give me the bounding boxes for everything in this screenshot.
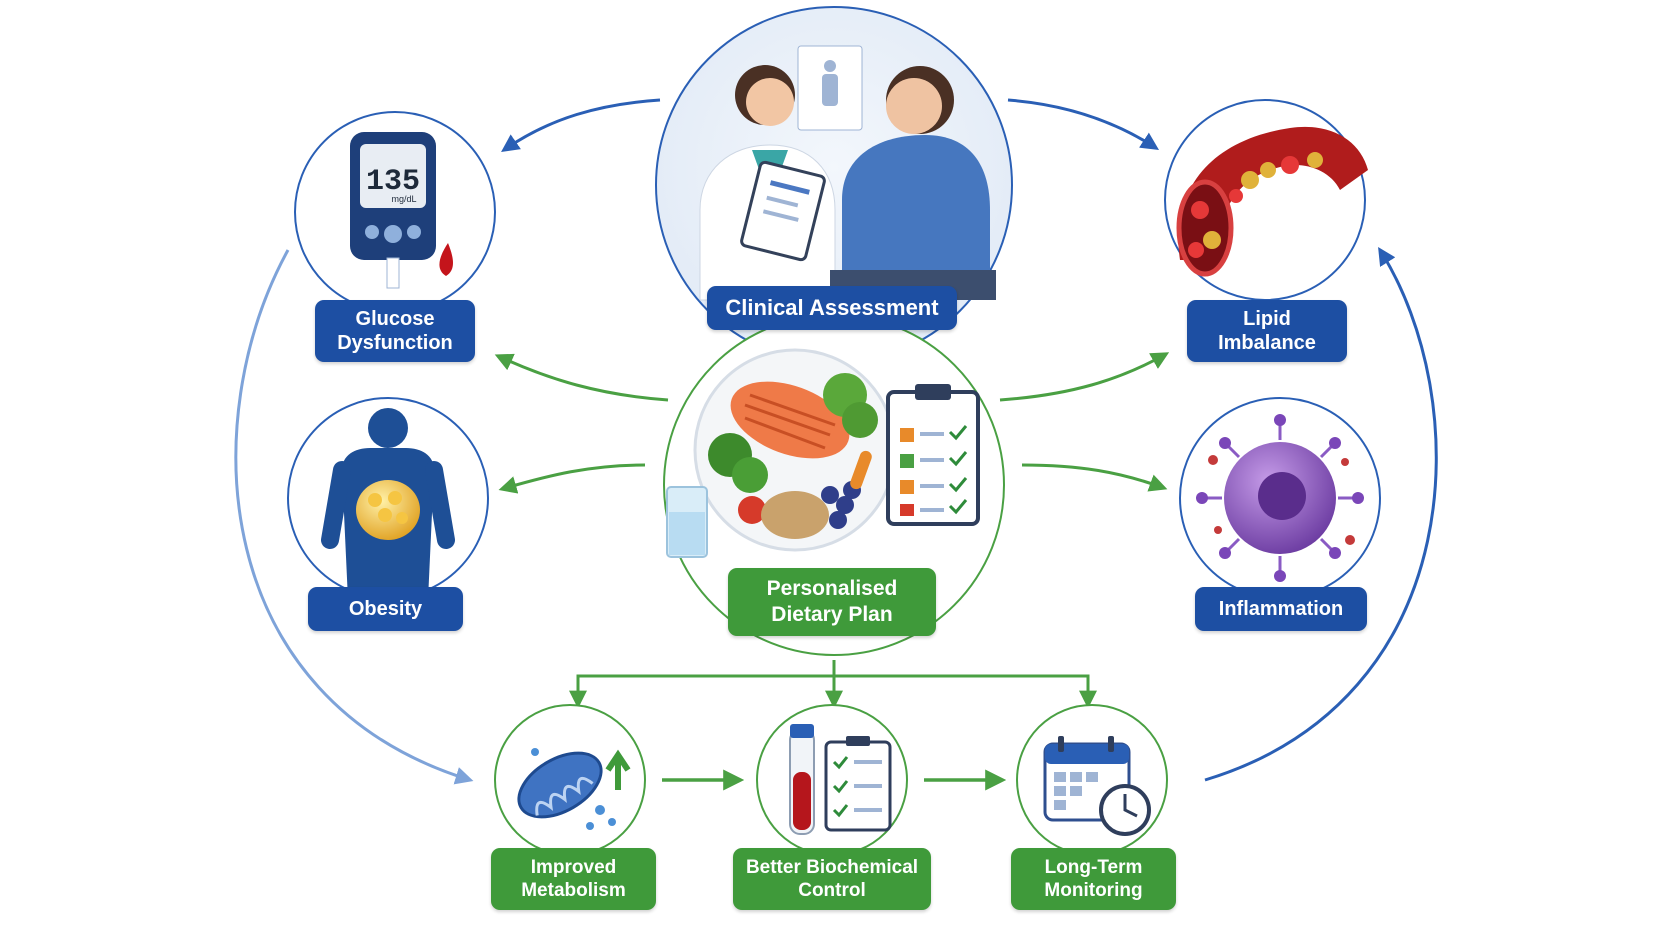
clogged-artery-icon [1176, 126, 1368, 277]
node-better-biochemical-control [756, 704, 908, 856]
doctor-patient-consultation-icon [699, 45, 996, 301]
meter-unit: mg/dL [391, 194, 416, 204]
arrow-diet-to-inflammation [1021, 463, 1168, 492]
label-lipid-imbalance-text: Lipid Imbalance [1218, 307, 1316, 354]
label-clinical-assessment: Clinical Assessment [707, 286, 957, 330]
node-lipid-imbalance [1164, 99, 1368, 301]
label-obesity-text: Obesity [348, 597, 423, 620]
body-fat-silhouette-icon [321, 408, 455, 600]
label-obesity: Obesity [308, 587, 463, 631]
arrow-diet-to-lipid [999, 352, 1170, 402]
calendar-clock-icon [1043, 736, 1151, 836]
node-obesity [287, 397, 489, 600]
label-dietary-plan-text: Personalised Dietary Plan [766, 577, 898, 626]
label-better-biochemical-control: Better Biochemical Control [733, 848, 931, 910]
healthy-plate-and-checklist-icon [666, 348, 980, 558]
label-long-term-monitoring-text: Long-Term Monitoring [1044, 856, 1143, 901]
blood-tube-checklist-icon [789, 724, 892, 835]
mitochondria-icon [517, 748, 631, 830]
label-inflammation: Inflammation [1195, 587, 1367, 631]
node-improved-metabolism [494, 704, 646, 856]
node-glucose-dysfunction: 135 mg/dL [294, 111, 496, 313]
label-lipid-imbalance: Lipid Imbalance [1187, 300, 1347, 362]
label-improved-metabolism-text: Improved Metabolism [521, 856, 626, 901]
label-clinical-assessment-text: Clinical Assessment [725, 294, 939, 320]
label-glucose-dysfunction: Glucose Dysfunction [315, 300, 475, 362]
label-glucose-dysfunction-text: Glucose Dysfunction [337, 307, 453, 354]
glucose-meter-icon: 135 mg/dL [350, 132, 453, 289]
label-long-term-monitoring: Long-Term Monitoring [1011, 848, 1176, 910]
node-clinical-assessment [655, 6, 1013, 364]
arrow-clinical-to-lipid [1007, 98, 1160, 150]
inflammatory-cell-icon [1196, 414, 1364, 582]
arrow-diet-to-glucose [494, 353, 669, 402]
arrow-glucose-loop-to-metabolism [234, 249, 474, 785]
arrow-diet-to-obesity [498, 463, 646, 494]
node-long-term-monitoring [1016, 704, 1168, 856]
label-better-biochemical-control-text: Better Biochemical Control [745, 856, 919, 901]
arrow-clinical-to-glucose [501, 98, 661, 153]
meter-reading: 135 [366, 165, 420, 199]
label-inflammation-text: Inflammation [1218, 597, 1344, 620]
connector-arrows [234, 98, 1438, 791]
label-improved-metabolism: Improved Metabolism [491, 848, 656, 910]
label-dietary-plan: Personalised Dietary Plan [728, 568, 936, 636]
arrow-monitoring-loop-to-lipid [1204, 246, 1438, 782]
node-inflammation [1179, 397, 1381, 599]
